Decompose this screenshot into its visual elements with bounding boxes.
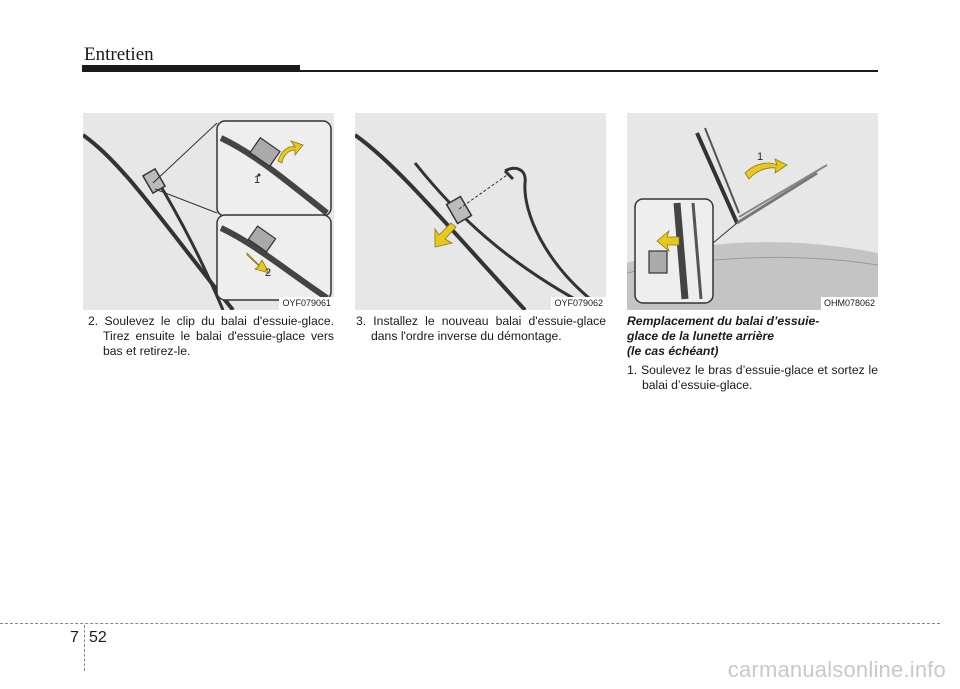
- step-text: Soulevez le bras d’essuie-glace et sorte…: [641, 363, 878, 392]
- step-2: 2. Soulevez le clip du balai d'essuie-gl…: [88, 314, 334, 359]
- header-rule-thin: [300, 70, 878, 72]
- page-header-title: Entretien: [84, 44, 154, 65]
- column-1-text: 2. Soulevez le clip du balai d'essuie-gl…: [88, 314, 334, 359]
- figure-code: OHM078062: [820, 297, 878, 310]
- callout-1: 1: [254, 174, 260, 186]
- chapter-number: 7: [70, 629, 79, 646]
- column-3-text: Remplacement du balai d’essuie- glace de…: [627, 314, 878, 393]
- figure-clip-removal: 1 2 OYF079061: [83, 113, 334, 310]
- lift-arm-arrow-icon: [744, 158, 788, 180]
- pull-down-arrow-icon: [246, 252, 270, 274]
- wiper-install-illustration: [355, 133, 596, 310]
- figure-code: OYF079062: [551, 297, 606, 310]
- page-number: 52: [89, 629, 107, 646]
- insert-arrow-icon: [434, 222, 457, 248]
- heading-line-3: (le cas échéant): [627, 344, 719, 358]
- step-number: 2.: [88, 314, 99, 328]
- wiper-clip-illustration: 1 2: [83, 120, 332, 310]
- rear-wiper-illustration: 1: [627, 127, 878, 310]
- callout-1: 1: [757, 151, 763, 163]
- footer-divider: [84, 625, 85, 671]
- step-3: 3. Installez le nouveau balai d'essuie-g…: [356, 314, 606, 344]
- step-1: 1. Soulevez le bras d’essuie-glace et so…: [627, 363, 878, 393]
- section-heading: Remplacement du balai d’essuie- glace de…: [627, 314, 878, 359]
- figure-blade-install: OYF079062: [355, 113, 606, 310]
- header-rule-thick: [82, 65, 300, 72]
- heading-line-1: Remplacement du balai d’essuie-: [627, 314, 820, 328]
- remove-arrow-icon: [656, 229, 680, 253]
- step-number: 1.: [627, 363, 638, 377]
- heading-line-2: glace de la lunette arrière: [627, 329, 774, 343]
- figure-rear-wiper: 1 OHM078062: [627, 113, 878, 310]
- figure-code: OYF079061: [279, 297, 334, 310]
- column-2-text: 3. Installez le nouveau balai d'essuie-g…: [356, 314, 606, 344]
- lift-arrow-icon: [277, 140, 304, 164]
- watermark-text: carmanualsonline.info: [727, 657, 946, 682]
- step-text: Installez le nouveau balai d'essuie-glac…: [371, 314, 607, 343]
- step-text: Soulevez le clip du balai d'essuie-glace…: [103, 314, 335, 358]
- step-number: 3.: [356, 314, 367, 328]
- callout-2: 2: [265, 267, 271, 279]
- footer-rule: [0, 623, 940, 624]
